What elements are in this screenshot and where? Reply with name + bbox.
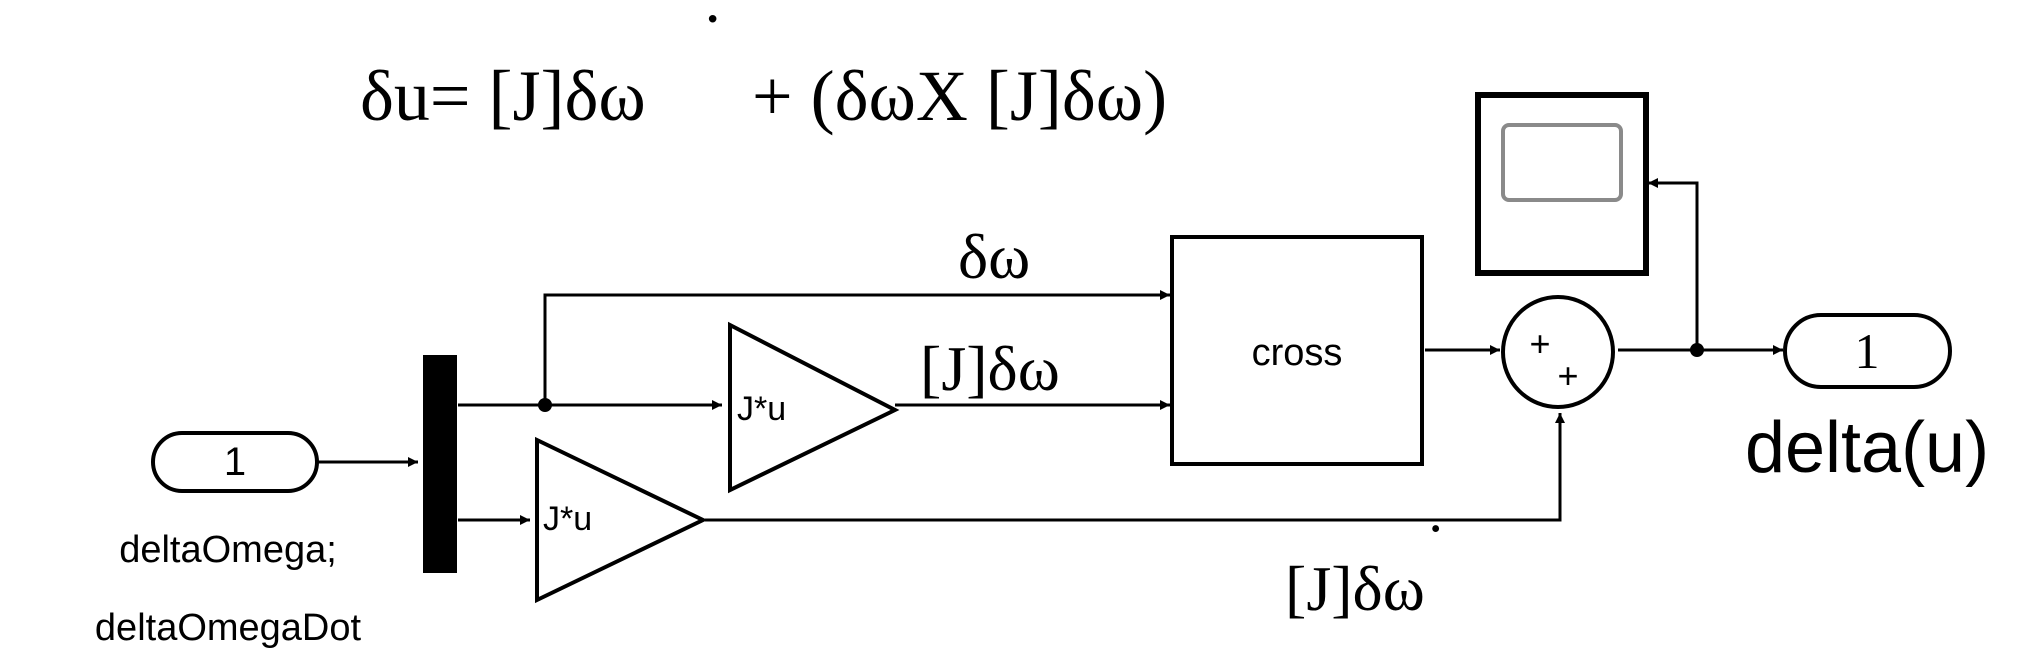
- outport-block[interactable]: 1: [1783, 313, 1952, 389]
- inport-number: 1: [224, 440, 246, 484]
- equation-rhs: + (δωX [J]δω): [752, 56, 1167, 136]
- cross-block[interactable]: cross: [1170, 235, 1424, 466]
- inport-name-line2: deltaOmegaDot: [95, 607, 362, 649]
- signal-lines: [318, 178, 1783, 525]
- gain-block-bottom[interactable]: J*u: [535, 436, 708, 604]
- inport-name-line1: deltaOmega;: [119, 529, 337, 571]
- outport-name: delta(u): [1745, 408, 1989, 488]
- signal-label-j-delta-omega-dot-base: [J]δω: [1285, 553, 1425, 624]
- signal-label-delta-omega: δω: [958, 221, 1030, 292]
- branch-point-delta-omega: [538, 398, 552, 412]
- signal-label-j-delta-omega-dot-dot: ·: [1426, 496, 1445, 561]
- sum-sign-bottom: +: [1557, 355, 1578, 396]
- sum-sign-top: +: [1529, 323, 1550, 364]
- equation-lhs: δu= [J]δω: [360, 56, 646, 136]
- branch-point-output: [1690, 343, 1704, 357]
- cross-label: cross: [1252, 332, 1343, 374]
- wire-delta-omega-to-cross[interactable]: [543, 290, 1170, 405]
- signal-label-j-delta-omega: [J]δω: [920, 333, 1060, 404]
- gain-top-label: J*u: [737, 390, 786, 428]
- wire-branch-to-scope[interactable]: [1648, 178, 1699, 350]
- sum-block[interactable]: + +: [1501, 295, 1615, 409]
- outport-number: 1: [1855, 323, 1880, 379]
- wire-gain-bottom-to-sum[interactable]: [705, 413, 1565, 522]
- gain-block-top[interactable]: J*u: [728, 321, 900, 494]
- inport-block[interactable]: 1: [151, 431, 319, 493]
- gain-bottom-label: J*u: [543, 500, 592, 538]
- demux-block[interactable]: [423, 355, 457, 573]
- scope-block[interactable]: [1475, 92, 1649, 276]
- scope-screen: [1501, 123, 1623, 202]
- equation-title: δu= [J]δω · + (δωX [J]δω): [360, 0, 1167, 136]
- equation-dot: ·: [702, 0, 723, 54]
